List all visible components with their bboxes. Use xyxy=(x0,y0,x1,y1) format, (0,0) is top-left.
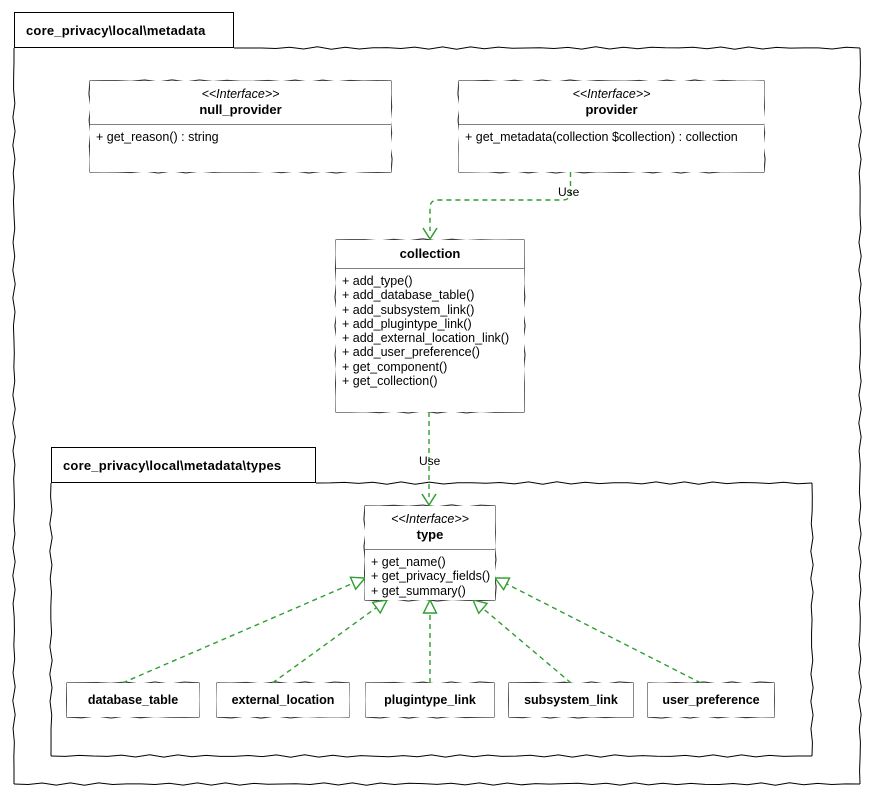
class-member: + add_type() xyxy=(342,274,413,288)
class-name: subsystem_link xyxy=(524,693,618,707)
class-member: + get_reason() : string xyxy=(96,130,219,144)
class-member: + add_subsystem_link() xyxy=(342,302,475,317)
class-members: + get_reason() : string xyxy=(90,125,391,144)
class-member: + get_metadata(collection $collection) :… xyxy=(465,130,738,144)
class-box-external_location[interactable]: external_location xyxy=(217,683,349,717)
class-member: + get_collection() xyxy=(342,374,438,389)
class-box-subsystem_link[interactable]: subsystem_link xyxy=(509,683,633,717)
class-stereotype: <<Interface>> xyxy=(201,87,280,101)
class-stereotype: <<Interface>> xyxy=(572,87,651,101)
class-members: + get_name()+ get_privacy_fields()+ get_… xyxy=(365,550,495,598)
class-name: database_table xyxy=(87,693,179,707)
relation-label-use-collection-type: Use xyxy=(419,454,441,468)
class-members: + get_metadata(collection $collection) :… xyxy=(459,125,764,144)
class-header: collection xyxy=(336,240,524,268)
class-member: + add_plugintype_link() xyxy=(342,316,472,331)
class-member: + get_privacy_fields() xyxy=(371,569,491,584)
class-header: <<Interface>>type xyxy=(365,506,495,549)
class-member: + get_summary() xyxy=(371,583,466,598)
class-name: type xyxy=(416,527,444,542)
package-label: core_privacy\local\metadata xyxy=(26,22,206,38)
class-box-type[interactable]: <<Interface>>type+ get_name()+ get_priva… xyxy=(365,506,495,600)
relation-label-use-provider-collection: Use xyxy=(558,185,580,199)
class-box-database_table[interactable]: database_table xyxy=(67,683,199,717)
class-member: + add_external_location_link() xyxy=(342,331,510,346)
class-members: + add_type()+ add_database_table()+ add_… xyxy=(336,269,524,388)
class-member: + add_user_preference() xyxy=(342,345,480,360)
class-name: plugintype_link xyxy=(384,693,476,707)
class-member: + get_component() xyxy=(342,359,448,374)
class-name: external_location xyxy=(231,693,335,707)
class-name: collection xyxy=(399,246,461,261)
class-box-collection[interactable]: collection + add_type()+ add_database_tab… xyxy=(336,240,524,412)
class-member: + add_database_table() xyxy=(342,288,475,303)
class-stereotype: <<Interface>> xyxy=(391,512,469,526)
package-tab-core-privacy-local-metadata: core_privacy\local\metadata xyxy=(14,12,234,48)
package-tab-core-privacy-local-metadata-types: core_privacy\local\metadata\types xyxy=(51,447,316,483)
class-box-null_provider[interactable]: <<Interface>>null_provider + get_reason()… xyxy=(90,81,391,172)
class-box-provider[interactable]: <<Interface>>provider + get_metadata(coll… xyxy=(459,81,764,172)
class-member: + get_name() xyxy=(371,555,446,569)
class-name: null_provider xyxy=(199,102,282,117)
class-header: <<Interface>>null_provider xyxy=(90,81,391,124)
package-label: core_privacy\local\metadata\types xyxy=(63,457,282,473)
class-header: <<Interface>>provider xyxy=(459,81,764,124)
class-name: user_preference xyxy=(662,693,760,707)
class-box-user_preference[interactable]: user_preference xyxy=(648,683,774,717)
class-name: provider xyxy=(585,102,638,117)
class-box-plugintype_link[interactable]: plugintype_link xyxy=(366,683,494,717)
